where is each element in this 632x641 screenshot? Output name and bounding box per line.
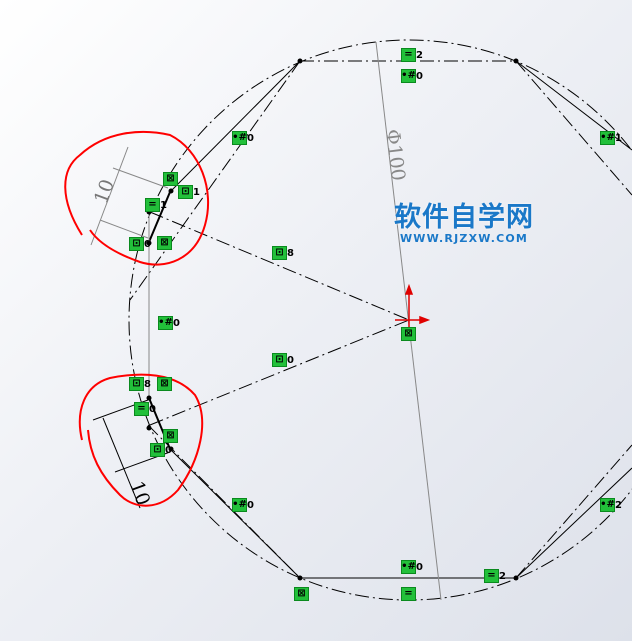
- vertex-point[interactable]: [146, 425, 152, 431]
- construction-circle[interactable]: [128, 39, 632, 601]
- vertex-point[interactable]: [146, 395, 152, 401]
- relation-equal[interactable]: =1: [145, 198, 167, 212]
- relation-coincident[interactable]: ⊠: [157, 236, 172, 250]
- relation-parallel[interactable]: ⊡0: [150, 443, 172, 457]
- sketch-line[interactable]: [169, 448, 301, 579]
- relation-coincident[interactable]: ⊠: [401, 327, 416, 341]
- relation-midpoint[interactable]: •#0: [401, 560, 423, 574]
- relation-midpoint[interactable]: •#0: [232, 131, 254, 145]
- relation-equal[interactable]: =: [401, 587, 416, 601]
- relation-coincident[interactable]: ⊠: [157, 377, 172, 391]
- watermark-chinese: 软件自学网: [394, 202, 534, 233]
- construction-line-center-lower[interactable]: [149, 319, 410, 426]
- sketch-line[interactable]: [169, 60, 301, 193]
- relation-midpoint[interactable]: •#1: [600, 131, 622, 145]
- construction-line-upper-left[interactable]: [129, 60, 301, 301]
- construction-line-center-upper[interactable]: [149, 211, 410, 321]
- sketch-line[interactable]: [148, 191, 171, 243]
- top-dimension-line[interactable]: [90, 146, 129, 246]
- relation-midpoint[interactable]: •#0: [158, 316, 180, 330]
- red-markup-circle-top: [64, 130, 210, 266]
- vertex-point[interactable]: [168, 446, 174, 452]
- relation-coincident[interactable]: ⊠: [294, 587, 309, 601]
- relation-coincident[interactable]: ⊠: [163, 429, 178, 443]
- watermark-url: WWW.RJZXW.COM: [399, 232, 529, 245]
- relation-parallel[interactable]: ⊡8: [129, 377, 151, 391]
- construction-line-right-top[interactable]: [515, 60, 632, 196]
- vertex-point[interactable]: [297, 575, 303, 581]
- vertex-point[interactable]: [146, 240, 152, 246]
- watermark: 软件自学网 WWW.RJZXW.COM: [394, 195, 534, 245]
- top-length-dimension[interactable]: 10: [90, 176, 119, 206]
- vertex-point[interactable]: [513, 575, 519, 581]
- relation-midpoint[interactable]: •#0: [401, 69, 423, 83]
- relation-parallel[interactable]: ⊡8: [272, 246, 294, 260]
- vertex-point[interactable]: [168, 188, 174, 194]
- diameter-dimension[interactable]: Φ100: [381, 128, 409, 182]
- relation-equal[interactable]: =2: [484, 569, 506, 583]
- bottom-dimension-line[interactable]: [102, 417, 141, 509]
- relation-equal[interactable]: =0: [134, 402, 156, 416]
- relation-parallel[interactable]: ⊡0: [129, 237, 151, 251]
- sketch-line[interactable]: [515, 467, 632, 579]
- vertex-point[interactable]: [513, 58, 519, 64]
- relation-midpoint[interactable]: •#0: [232, 498, 254, 512]
- relation-midpoint[interactable]: •#2: [600, 498, 622, 512]
- red-markup-circle-bottom: [78, 373, 204, 507]
- relation-parallel[interactable]: ⊡1: [178, 185, 200, 199]
- vertex-point[interactable]: [297, 58, 303, 64]
- relation-coincident[interactable]: ⊠: [163, 172, 178, 186]
- relation-parallel[interactable]: ⊡0: [272, 353, 294, 367]
- origin-icon: [395, 283, 431, 328]
- relation-equal[interactable]: =2: [401, 48, 423, 62]
- construction-line-right-bottom[interactable]: [515, 444, 632, 579]
